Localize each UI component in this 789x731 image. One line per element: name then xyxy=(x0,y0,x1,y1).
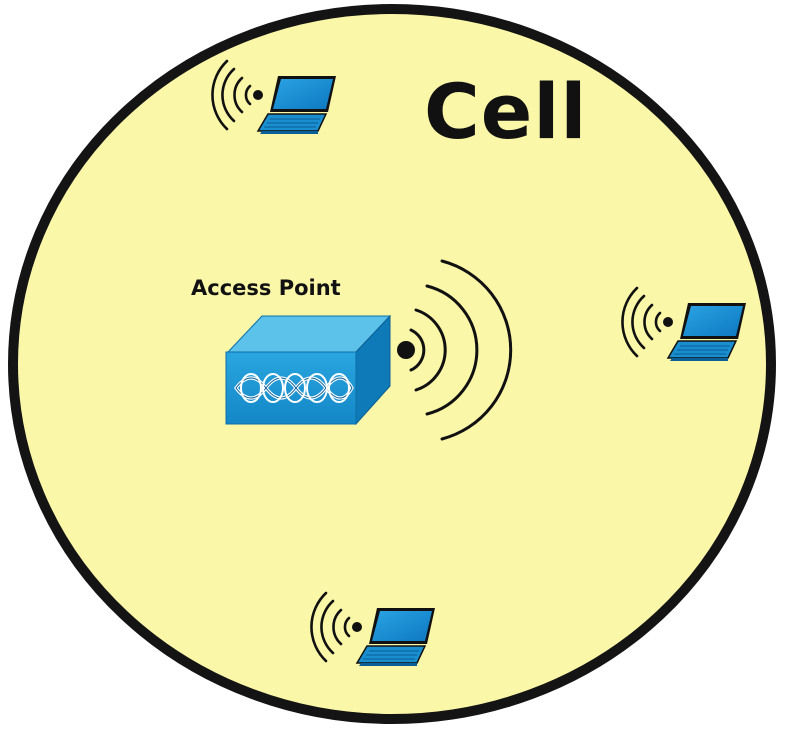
access-point-label: Access Point xyxy=(191,276,341,300)
access-point-icon xyxy=(225,314,392,426)
cell-label: Cell xyxy=(424,67,588,156)
access-point-signal-icon xyxy=(397,259,513,441)
cell-boundary xyxy=(8,4,776,724)
